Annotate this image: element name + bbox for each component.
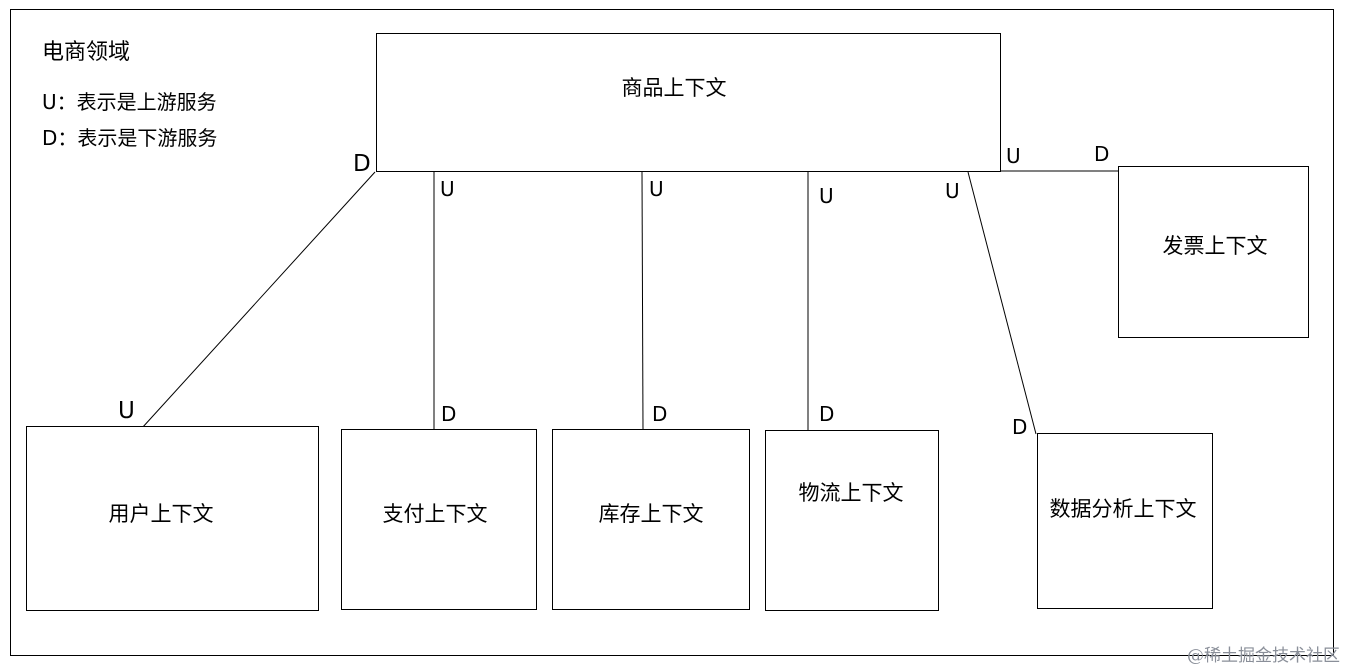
legend-title: 电商领域: [42, 40, 131, 65]
marker-product-logistics-u: U: [819, 184, 834, 208]
invoice-context-label: 发票上下文: [1162, 234, 1268, 258]
connector-product-analytics: [967, 171, 1037, 435]
user-context-label: 用户上下文: [108, 502, 214, 526]
payment-context-box: 支付上下文: [341, 429, 537, 610]
marker-product-invoice-u: U: [1006, 144, 1021, 168]
invoice-context-box: 发票上下文: [1118, 166, 1309, 338]
marker-analytics-d: D: [1012, 415, 1028, 439]
marker-invoice-d: D: [1094, 142, 1110, 166]
marker-product-inventory-u: U: [649, 177, 664, 201]
marker-product-analytics-u: U: [945, 179, 960, 203]
marker-payment-d: D: [441, 402, 457, 426]
legend-downstream: D：表示是下游服务: [42, 126, 218, 150]
logistics-context-box: 物流上下文: [765, 430, 939, 611]
connector-product-inventory: [641, 171, 644, 431]
marker-inventory-d: D: [652, 402, 668, 426]
logistics-context-label: 物流上下文: [798, 481, 904, 505]
product-context-label: 商品上下文: [621, 76, 727, 100]
marker-user-u: U: [118, 398, 135, 424]
analytics-context-box: 数据分析上下文: [1037, 433, 1213, 609]
marker-logistics-d: D: [819, 402, 835, 426]
product-context-box: 商品上下文: [376, 33, 1001, 172]
user-context-box: 用户上下文: [26, 426, 319, 611]
marker-product-user-d: D: [353, 151, 371, 177]
marker-product-payment-u: U: [440, 177, 455, 201]
watermark: @稀土掘金技术社区: [1187, 646, 1340, 666]
payment-context-label: 支付上下文: [382, 502, 488, 526]
analytics-context-label: 数据分析上下文: [1049, 497, 1197, 521]
legend-upstream: U：表示是上游服务: [42, 90, 217, 114]
connector-product-user: [141, 171, 376, 429]
inventory-context-label: 库存上下文: [598, 502, 704, 526]
inventory-context-box: 库存上下文: [552, 429, 750, 610]
diagram-frame: [10, 9, 1334, 656]
